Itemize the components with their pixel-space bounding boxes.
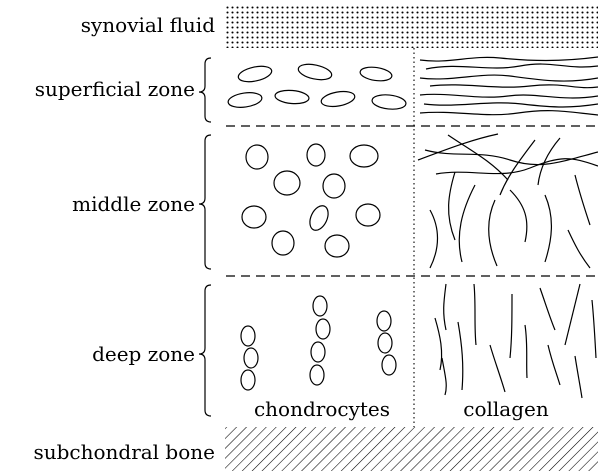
chondrocyte (297, 62, 333, 83)
chondrocyte (316, 319, 330, 339)
subchondral-bone-label: subchondral bone (33, 440, 215, 464)
chondrocyte (356, 204, 380, 226)
chondrocyte (311, 342, 325, 362)
deep-chondrocytes (241, 296, 396, 390)
middle-collagen (418, 134, 598, 268)
chondrocyte (274, 171, 300, 195)
chondrocyte (306, 203, 331, 233)
middle-chondrocytes (242, 144, 380, 257)
superficial-collagen (420, 57, 598, 115)
superficial-chondrocytes (227, 62, 406, 111)
chondrocyte (241, 326, 255, 346)
chondrocyte (320, 89, 356, 109)
middle-zone-brace (199, 135, 211, 269)
chondrocyte (272, 231, 294, 255)
subchondral-bone-layer (225, 427, 598, 471)
chondrocyte (377, 311, 391, 331)
synovial-fluid-layer (225, 6, 598, 48)
chondrocytes-label: chondrocytes (254, 397, 390, 421)
chondrocyte (227, 91, 263, 110)
deep-zone-brace (199, 285, 211, 416)
chondrocyte (378, 333, 392, 353)
superficial-zone-brace (199, 58, 211, 122)
deep-collagen (435, 284, 596, 398)
chondrocyte (237, 64, 273, 85)
chondrocyte (313, 296, 327, 316)
chondrocyte (310, 365, 324, 385)
chondrocyte (382, 355, 396, 375)
deep-zone-label: deep zone (92, 342, 195, 366)
middle-zone-label: middle zone (72, 192, 195, 216)
chondrocyte (350, 145, 378, 167)
collagen-label: collagen (463, 397, 549, 421)
chondrocyte (359, 65, 392, 82)
chondrocyte (371, 93, 406, 110)
chondrocyte (307, 144, 325, 166)
chondrocyte (246, 145, 268, 169)
chondrocyte (325, 235, 349, 257)
synovial-fluid-label: synovial fluid (81, 13, 215, 37)
chondrocyte (244, 348, 258, 368)
chondrocyte (274, 89, 309, 105)
chondrocyte (241, 370, 255, 390)
superficial-zone-label: superficial zone (35, 77, 195, 101)
chondrocyte (323, 174, 345, 198)
chondrocyte (242, 206, 266, 228)
